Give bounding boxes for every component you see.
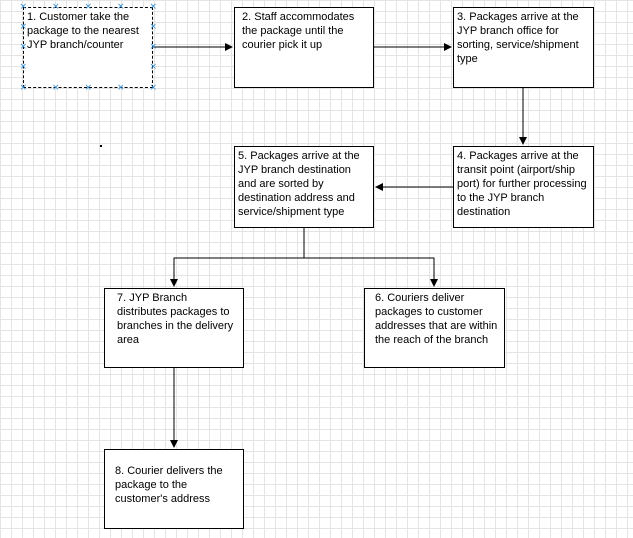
arrow-n5-to-n7[interactable] bbox=[170, 228, 305, 287]
selection-handle-icon[interactable]: × bbox=[52, 1, 60, 12]
step-3-branch-sorting[interactable]: 3. Packages arrive at the JYP branch off… bbox=[453, 7, 594, 88]
step-6-courier-delivery-in-reach[interactable]: 6. Couriers deliver packages to customer… bbox=[364, 288, 505, 368]
selection-handle-icon[interactable]: × bbox=[117, 1, 125, 12]
step-7-branch-distribution[interactable]: 7. JYP Branch distributes packages to br… bbox=[104, 288, 244, 368]
selection-handle-icon[interactable]: × bbox=[19, 1, 28, 12]
selection-handle-icon[interactable]: × bbox=[84, 1, 93, 12]
stray-dot bbox=[100, 145, 102, 147]
selection-handle-icon[interactable]: × bbox=[149, 1, 158, 12]
selection-handle-icon[interactable]: × bbox=[149, 82, 158, 93]
arrow-n5-to-n6[interactable] bbox=[303, 228, 438, 287]
selection-handle-icon[interactable]: × bbox=[19, 82, 28, 93]
selection-handle-icon[interactable]: × bbox=[19, 21, 28, 32]
selection-handle-icon[interactable]: × bbox=[149, 62, 158, 73]
selection-handle-icon[interactable]: × bbox=[117, 82, 125, 93]
selection-handle-icon[interactable]: × bbox=[84, 82, 93, 93]
selection-handle-icon[interactable]: × bbox=[149, 21, 158, 32]
step-4-transit-point[interactable]: 4. Packages arrive at the transit point … bbox=[453, 146, 594, 228]
selection-handle-icon[interactable]: × bbox=[149, 42, 158, 52]
step-1-customer-drop-off[interactable]: 1. Customer take the package to the near… bbox=[23, 7, 153, 88]
selection-handle-icon[interactable]: × bbox=[19, 42, 28, 52]
step-8-courier-final-delivery[interactable]: 8. Courier delivers the package to the c… bbox=[104, 449, 244, 529]
step-5-destination-sorting[interactable]: 5. Packages arrive at the JYP branch des… bbox=[234, 146, 374, 228]
step-2-staff-hold[interactable]: 2. Staff accommodates the package until … bbox=[234, 7, 374, 88]
selection-handle-icon[interactable]: × bbox=[19, 62, 28, 73]
selection-handle-icon[interactable]: × bbox=[52, 82, 60, 93]
